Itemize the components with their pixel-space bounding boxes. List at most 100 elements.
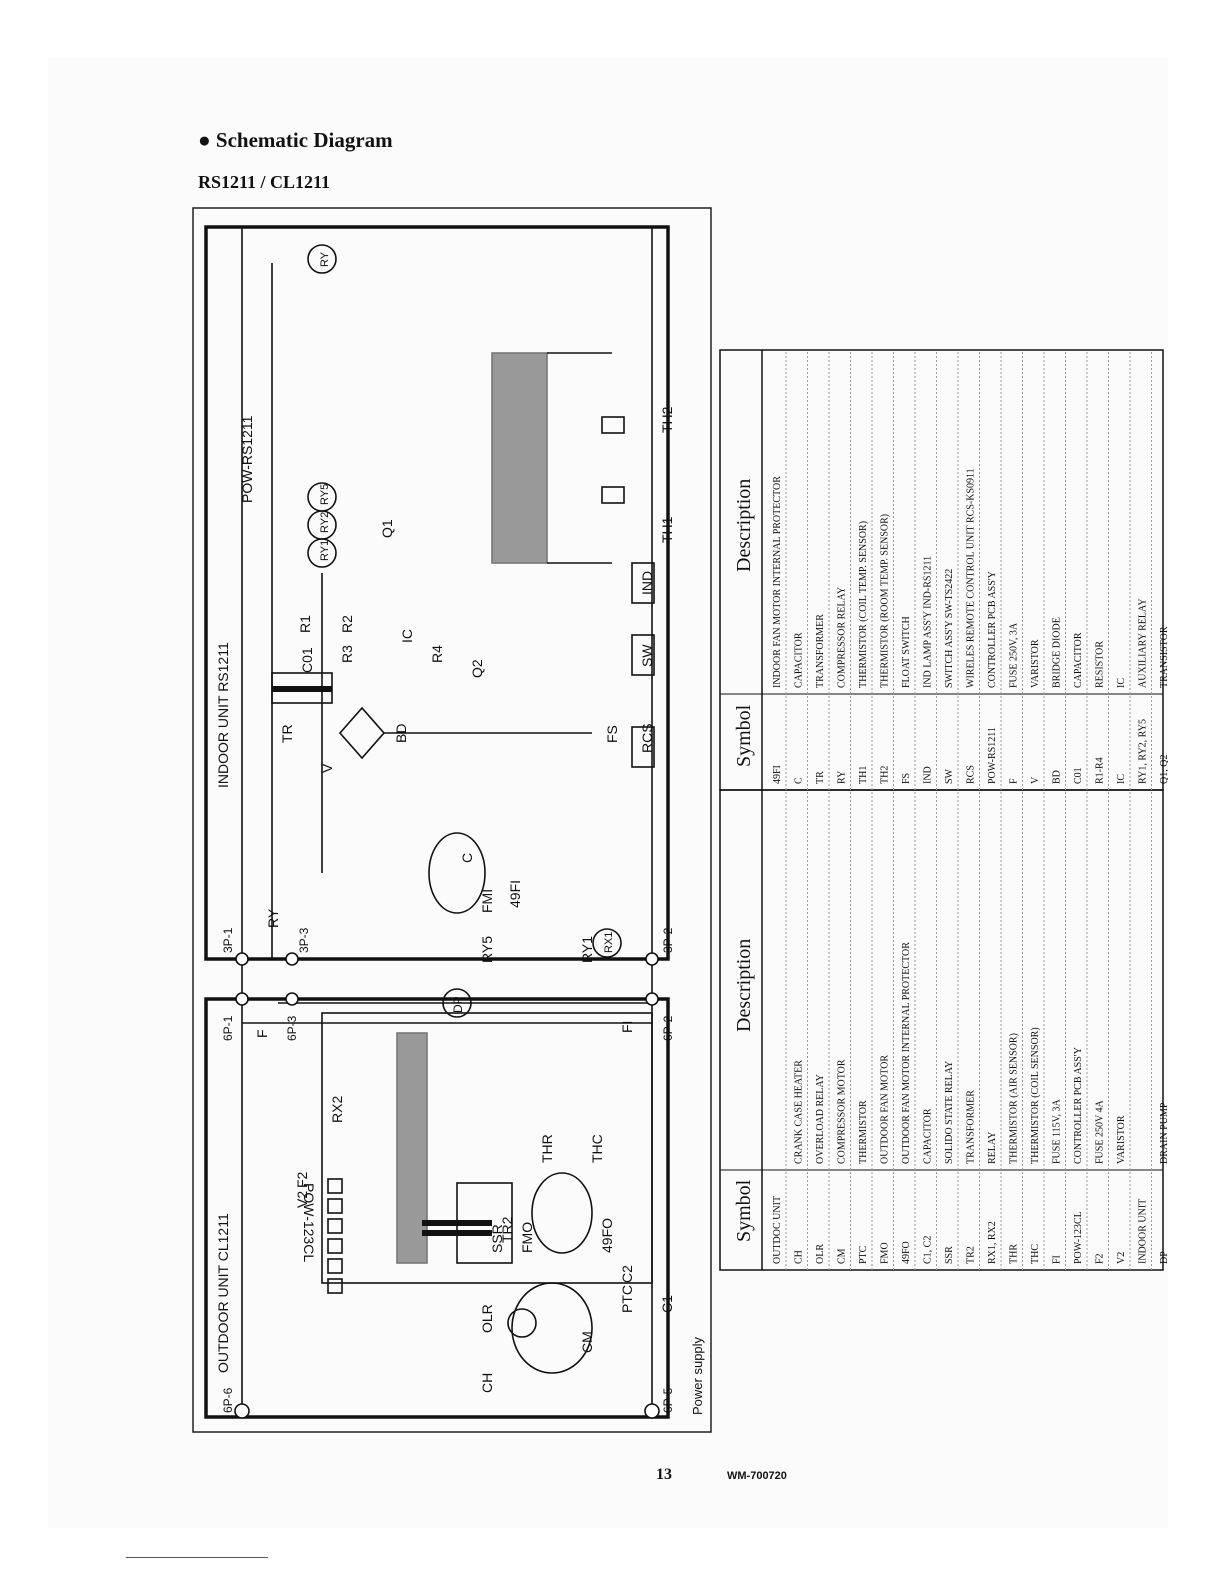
schematic-diagram: OUTDOOR UNIT CL1211 INDOOR UNIT RS1211 P… (192, 207, 712, 1433)
label-f2: F2 (294, 1171, 310, 1188)
footer-link-line (126, 1557, 268, 1558)
label-thc: THC (589, 1134, 605, 1163)
olr-circle (507, 1308, 537, 1338)
left-row-symbol: DP (1159, 1251, 1168, 1264)
left-row-symbol: FI (1052, 1255, 1063, 1264)
label-fmi: FMI (479, 889, 495, 913)
label-rcs: RCS (639, 723, 655, 753)
right-row-desc: RESISTOR (1095, 641, 1106, 688)
right-row-symbol: TH2 (880, 766, 891, 784)
right-row-symbol: SW (944, 768, 955, 784)
term-6p2: 6P-2 (661, 1015, 675, 1041)
left-row-symbol: THR (1009, 1244, 1020, 1264)
left-head-symbol: Symbol (733, 1179, 755, 1242)
label-r2: R2 (339, 615, 355, 633)
term-6p6: 6P-6 (221, 1387, 235, 1413)
left-row-symbol: THC (1030, 1244, 1041, 1264)
right-row-symbol: BD (1052, 770, 1063, 784)
right-row-desc: CONTROLLER PCB ASS'Y (987, 571, 998, 688)
label-49fo: 49FO (599, 1218, 615, 1253)
label-sw: SW (639, 644, 655, 667)
left-row-desc: COMPRESSOR MOTOR (837, 1059, 848, 1164)
label-ry5-sw: RY5 (479, 936, 495, 963)
right-row-symbol: RY1, RY2, RY5 (1138, 719, 1149, 784)
left-row-desc: FUSE 250V 4A (1095, 1100, 1106, 1164)
ry5-coil (307, 482, 337, 512)
label-r4: R4 (429, 645, 445, 663)
ry-coil (307, 244, 337, 274)
th1-thermistor (601, 486, 625, 504)
left-row-desc: TRANSFORMER (966, 1090, 977, 1164)
label-cm: CM (579, 1331, 595, 1353)
right-head-symbol: Symbol (733, 704, 755, 767)
right-row-desc: IC (1116, 678, 1127, 688)
left-row-symbol: INDOOR UNIT (1138, 1199, 1149, 1264)
right-row-symbol: FS (901, 773, 912, 784)
right-row-symbol: Q1, Q2 (1159, 755, 1168, 784)
right-row-symbol: TR (815, 771, 826, 784)
label-thr: THR (539, 1134, 555, 1163)
label-v2: V2 (294, 1191, 310, 1208)
right-row-desc: FLOAT SWITCH (901, 616, 912, 688)
term-3p2: 3P-2 (661, 927, 675, 953)
right-row-desc: CAPACITOR (794, 632, 805, 688)
left-row-desc: OVERLOAD RELAY (815, 1074, 826, 1164)
label-q2: Q2 (469, 659, 485, 678)
label-ry5: RY5 (319, 484, 331, 505)
left-row-symbol: TR2 (966, 1246, 977, 1264)
right-row-desc: VARISTOR (1030, 639, 1041, 688)
page-number: 13 (656, 1466, 672, 1483)
left-row-desc: CAPACITOR (923, 1108, 934, 1164)
right-row-symbol: C01 (1073, 767, 1084, 784)
label-c: C (459, 853, 475, 863)
right-row-desc: SWITCH ASS'Y SW-TS2422 (944, 569, 955, 688)
th2-thermistor (601, 416, 625, 434)
right-row-symbol: IND (923, 766, 934, 784)
label-ry-coil: RY (319, 251, 331, 267)
label-th2: TH2 (659, 406, 675, 433)
label-th1: TH1 (659, 516, 675, 543)
indoor-ic-block (491, 352, 548, 564)
left-row-desc: THERMISTOR (AIR SENSOR) (1009, 1033, 1020, 1164)
outdoor-unit-box (204, 997, 670, 1419)
left-row-symbol: C1, C2 (923, 1236, 934, 1264)
right-row-desc: AUXILIARY RELAY (1138, 598, 1149, 688)
left-row-symbol: SSR (944, 1246, 955, 1264)
left-row-desc: THERMISTOR (858, 1100, 869, 1164)
cm-motor (511, 1282, 593, 1374)
power-supply-label: Power supply (690, 1336, 705, 1415)
right-row-symbol: IC (1116, 774, 1127, 784)
right-row-desc: IND LAMP ASS'Y IND-RS1211 (923, 556, 934, 688)
label-ind: IND (639, 571, 655, 595)
label-ry1-sw: RY1 (579, 936, 595, 963)
term-6p1: 6P-1 (221, 1015, 235, 1041)
right-row-desc: FUSE 250V, 3A (1009, 622, 1020, 688)
left-row-symbol: CH (794, 1250, 805, 1264)
right-row-desc: TRANSISTOR (1159, 626, 1168, 688)
left-row-desc: CRANK CASE HEATER (794, 1060, 805, 1164)
right-row-symbol: R1-R4 (1095, 757, 1106, 784)
right-row-symbol: F (1009, 778, 1020, 784)
document-id: WM-700720 (727, 1470, 787, 1482)
label-c2: C2 (619, 1265, 635, 1283)
fmi-motor (428, 832, 486, 914)
rx1-relay-coil (592, 928, 622, 958)
label-rx1: RX1 (603, 932, 615, 953)
left-row-symbol: POW-123CL (1073, 1211, 1084, 1264)
right-row-desc: THERMISTOR (COIL TEMP. SENSOR) (858, 521, 869, 688)
fmo-motor (531, 1172, 593, 1254)
label-q1: Q1 (379, 519, 395, 538)
bridge-diode (338, 706, 386, 760)
left-row-desc: SOLIDO STATE RELAY (944, 1061, 955, 1164)
outdoor-pcb-label: POW-123CL (301, 1183, 317, 1262)
label-ch: CH (479, 1373, 495, 1393)
right-row-desc: WIRELES REMOTE CONTROL UNIT RCS-KS0911 (966, 468, 977, 688)
diagram-frame (192, 207, 712, 1433)
right-row-desc: COMPRESSOR RELAY (837, 587, 848, 688)
ind-box (631, 562, 655, 604)
right-row-symbol: POW-RS1211 (987, 727, 998, 784)
label-49fi: 49FI (507, 880, 523, 908)
left-row-desc: THERMISTOR (COIL SENSOR) (1030, 1027, 1041, 1164)
